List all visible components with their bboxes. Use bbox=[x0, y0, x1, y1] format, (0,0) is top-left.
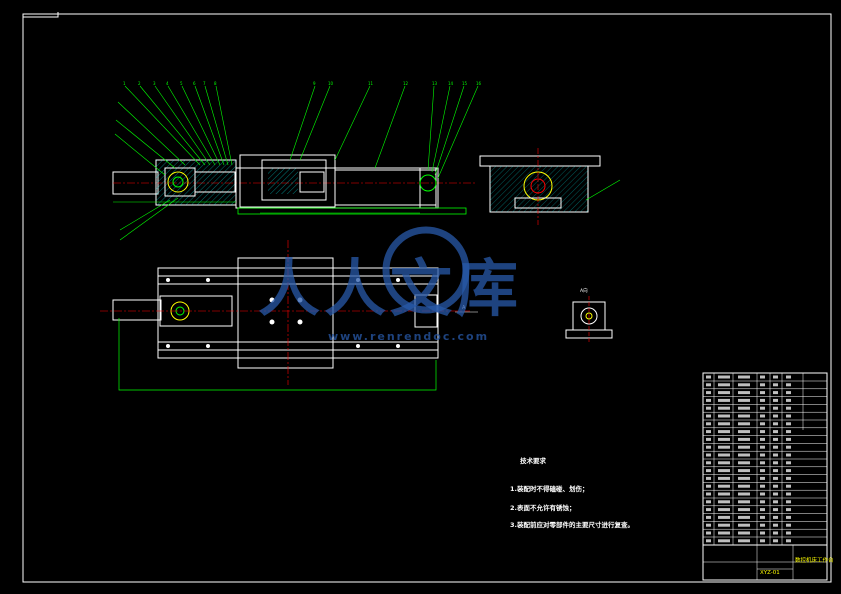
technical-requirements-title: 技术要求 bbox=[520, 457, 546, 465]
svg-text:7: 7 bbox=[203, 81, 206, 86]
svg-text:1: 1 bbox=[123, 81, 126, 86]
view-arrow-label: A bbox=[462, 305, 466, 311]
side-section-view bbox=[479, 148, 621, 225]
svg-text:2: 2 bbox=[138, 81, 141, 86]
svg-text:12: 12 bbox=[403, 81, 409, 86]
detail-view-label: A向 bbox=[580, 287, 588, 294]
svg-text:5: 5 bbox=[180, 81, 183, 86]
svg-text:13: 13 bbox=[432, 81, 438, 86]
drawing-number: XYZ-01 bbox=[760, 570, 780, 576]
drawing-name: 数控机床工作台 bbox=[795, 558, 834, 564]
corner-mark bbox=[23, 12, 59, 18]
requirement-3: 3.装配前应对零部件的主要尺寸进行复查。 bbox=[510, 521, 634, 529]
svg-text:10: 10 bbox=[328, 81, 334, 86]
plan-view: A bbox=[100, 240, 478, 391]
svg-text:9: 9 bbox=[313, 81, 316, 86]
svg-text:16: 16 bbox=[476, 81, 482, 86]
detail-view-a: A向 bbox=[565, 287, 613, 342]
svg-text:3: 3 bbox=[153, 81, 156, 86]
svg-text:6: 6 bbox=[193, 81, 196, 86]
requirement-1: 1.装配时不得磕碰、划伤； bbox=[510, 485, 589, 493]
drawing-border bbox=[22, 13, 832, 583]
requirement-2: 2.表面不允许有锈蚀； bbox=[510, 504, 576, 512]
svg-text:14: 14 bbox=[448, 81, 454, 86]
svg-text:4: 4 bbox=[166, 81, 169, 86]
svg-text:8: 8 bbox=[214, 81, 217, 86]
svg-text:11: 11 bbox=[368, 81, 374, 86]
svg-text:15: 15 bbox=[462, 81, 468, 86]
parts-list-table bbox=[702, 372, 828, 581]
